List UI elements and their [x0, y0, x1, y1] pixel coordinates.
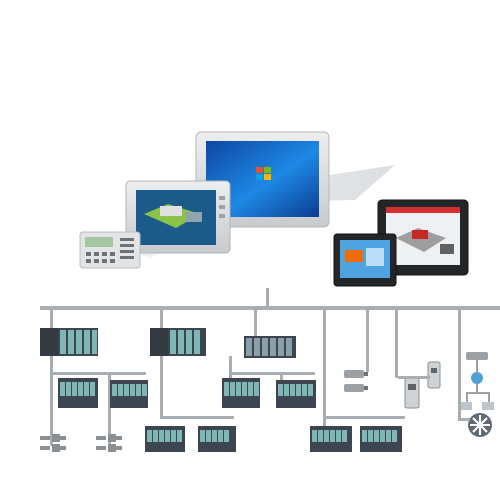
hmi-graphic: [345, 250, 363, 262]
io-station-icon: [110, 380, 148, 408]
io-station-icon: [58, 378, 98, 408]
hmi-panel-silver: [125, 180, 231, 254]
hmi-graphic: [396, 228, 446, 252]
hmi-panel-black-small: [333, 233, 397, 287]
hmi-panel-side-button: [219, 214, 225, 218]
field-device-icon: [344, 370, 368, 392]
hmi-graphic: [412, 230, 428, 239]
bus-drops: [50, 310, 461, 435]
sensor-icon: [96, 434, 122, 452]
io-station-icon: [198, 426, 236, 452]
network-tree-icon: [458, 352, 494, 418]
key-panel-icon: [79, 231, 141, 269]
windows-logo-icon: [256, 167, 271, 180]
hmi-panel-black-large: [377, 199, 469, 276]
io-station-icon: [276, 380, 316, 408]
io-station-icon: [360, 426, 402, 452]
io-station-icon: [145, 426, 185, 452]
bus-connector: [266, 288, 269, 306]
plc-rack-icon: [150, 328, 206, 356]
panel-header-bar: [386, 207, 460, 213]
hmi-panel-side-button: [219, 196, 225, 200]
sensor-icon: [40, 434, 66, 452]
io-station-icon: [310, 426, 352, 452]
plc-rack-icon: [40, 328, 98, 356]
hmi-graphic: [160, 206, 182, 216]
sub-bus-lines: [50, 356, 405, 446]
field-device-icon: [398, 361, 441, 409]
hmi-graphic: [186, 212, 202, 222]
hmi-panel-side-button: [219, 205, 225, 209]
io-station-icon: [222, 378, 260, 408]
plc-rack-icon: [244, 336, 296, 358]
hmi-graphic: [440, 244, 454, 254]
hmi-graphic: [366, 248, 384, 266]
drive-wheel-icon: [458, 413, 492, 437]
fieldbus-line: [40, 306, 500, 310]
